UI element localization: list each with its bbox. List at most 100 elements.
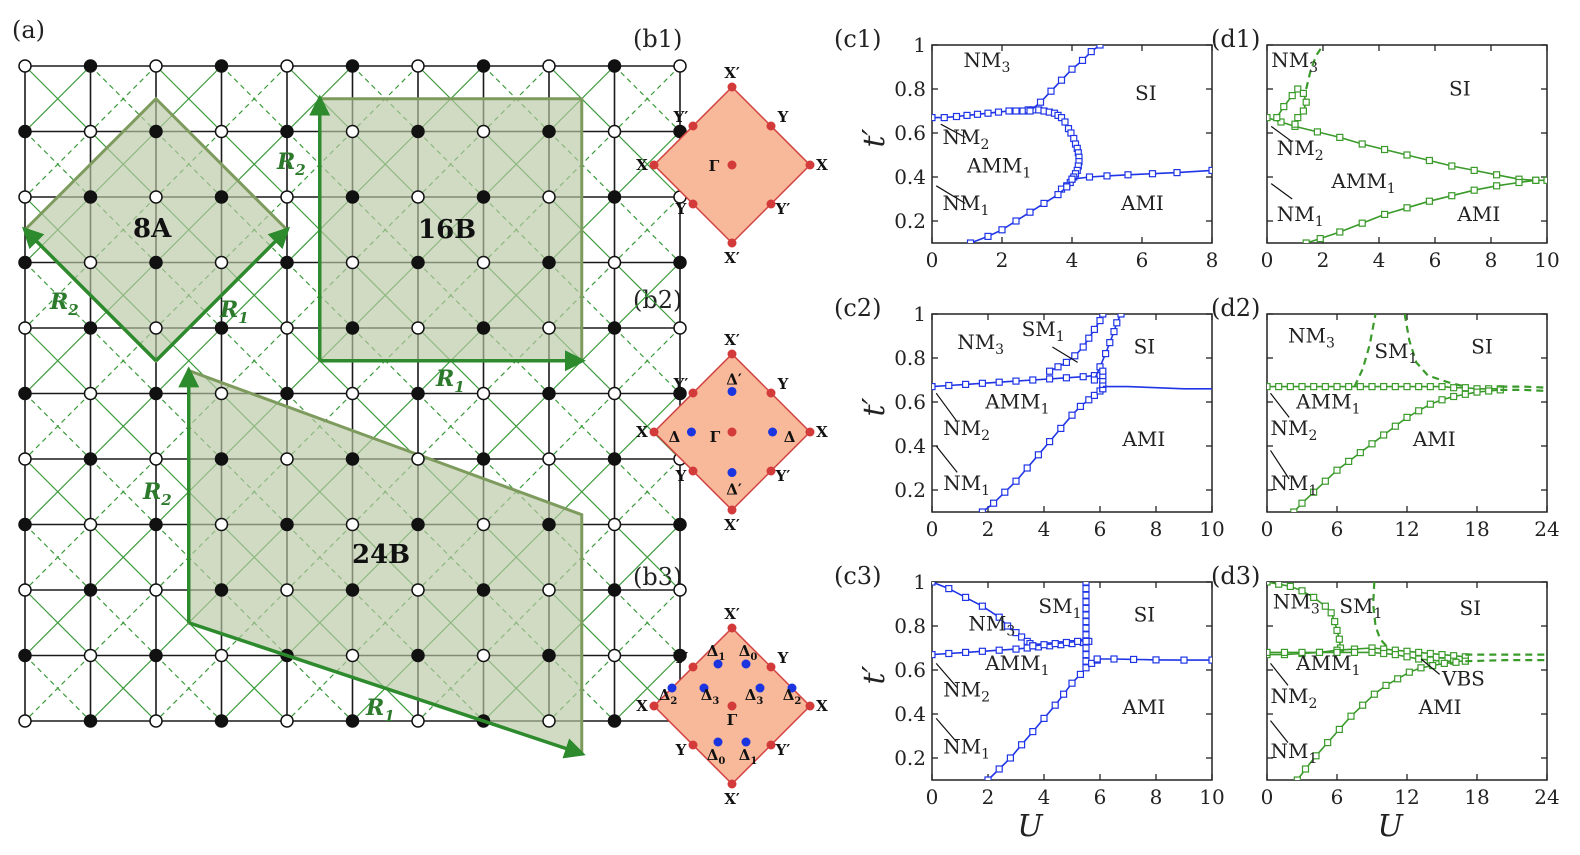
open-site [345, 255, 360, 270]
data-point [1208, 656, 1212, 664]
open-site [83, 386, 98, 401]
x-tick-label: 10 [1199, 785, 1224, 809]
data-point [978, 602, 987, 610]
data-point [1298, 587, 1306, 595]
delta-prime-point [727, 386, 737, 396]
data-point [1012, 377, 1020, 385]
y-tick-label: 0.4 [894, 702, 926, 726]
phase-label: NM1 [1271, 739, 1318, 767]
diagonal-bond [155, 655, 222, 722]
data-point [1485, 387, 1493, 395]
data-point [1321, 602, 1329, 610]
x-tick-label: 4 [1373, 248, 1386, 272]
delta-point [713, 737, 723, 747]
xp-point-top [727, 349, 737, 359]
data-point [1415, 648, 1423, 657]
data-point [932, 582, 936, 586]
data-point [961, 380, 970, 388]
data-point [1079, 343, 1087, 351]
vector-r1-24B-arrow [188, 621, 586, 759]
phase-label: NM1 [1277, 202, 1324, 230]
filled-site [607, 714, 622, 728]
label-yp-top: Y′ [673, 108, 689, 126]
data-point [1310, 383, 1318, 391]
data-point [1267, 113, 1271, 122]
data-point [1310, 488, 1318, 496]
open-site [345, 124, 360, 139]
y-point [766, 388, 776, 398]
y-tick-label: 0.8 [894, 614, 926, 638]
data-point [1045, 375, 1054, 383]
data-point [1096, 45, 1104, 49]
y-tick-label: 1 [913, 33, 926, 57]
data-point [1515, 178, 1523, 187]
filled-site [149, 648, 163, 663]
x-tick-label: 8 [1150, 517, 1163, 541]
data-point [998, 226, 1006, 234]
open-site [345, 386, 360, 401]
open-site [214, 255, 229, 270]
label-xp-bottom: X′ [724, 516, 740, 534]
leader-line [1270, 125, 1293, 143]
series-group [1267, 314, 1547, 512]
data-point [1315, 648, 1324, 657]
data-point [1082, 591, 1090, 599]
cluster-label-8A: 8A [133, 214, 172, 244]
filled-site [673, 124, 687, 139]
phase-label: AMI [1120, 191, 1164, 215]
panel-label-d1: (d1) [1211, 25, 1260, 53]
diagonal-bond [221, 262, 288, 329]
leader-line [1052, 346, 1078, 363]
data-point [1057, 76, 1066, 84]
delta-point [699, 683, 709, 693]
x-tick-label: 6 [1331, 785, 1344, 809]
data-point [1290, 508, 1298, 512]
leader-line [1270, 183, 1293, 200]
data-point [1082, 624, 1090, 632]
data-point [1078, 56, 1087, 65]
x-tick-label: 0 [926, 248, 939, 272]
label-d2: Δ2 [659, 686, 678, 707]
data-point [1302, 98, 1310, 106]
diagonal-bond [614, 327, 681, 394]
phase-label: NM1 [943, 471, 990, 499]
plot-frame [1266, 44, 1548, 244]
leader-line [935, 445, 958, 473]
diagonal-bond [24, 262, 91, 329]
data-point [1294, 113, 1302, 122]
x-point-left [649, 701, 659, 711]
open-site [280, 583, 294, 597]
phase-label: NM2 [943, 125, 990, 153]
filled-site [18, 386, 32, 401]
data-point [1017, 741, 1026, 749]
data-point [995, 613, 1003, 621]
xp-point-bottom [727, 505, 737, 515]
x-tick-label: 10 [1534, 248, 1559, 272]
data-point [1029, 642, 1037, 650]
phase-label: NM3 [964, 48, 1011, 76]
data-point [1023, 464, 1031, 472]
x-tick-label: 0 [926, 785, 939, 809]
data-point [1298, 499, 1306, 507]
lattice-panel [18, 59, 687, 759]
data-point [1301, 765, 1310, 773]
open-site [542, 190, 556, 204]
data-point [1076, 670, 1085, 679]
data-point [984, 776, 992, 780]
x-tick-label: 6 [1136, 248, 1149, 272]
data-point [1345, 383, 1353, 391]
data-point [1405, 668, 1413, 676]
data-point [1076, 402, 1085, 410]
data-point [1380, 145, 1389, 154]
data-point [1003, 622, 1012, 630]
data-point [1370, 690, 1378, 698]
open-site [83, 648, 98, 663]
data-point [945, 584, 953, 593]
data-point [1017, 633, 1026, 641]
data-point [1068, 65, 1076, 73]
filled-site [542, 124, 556, 139]
label-x-right: X [816, 156, 828, 174]
data-point [1090, 391, 1099, 399]
